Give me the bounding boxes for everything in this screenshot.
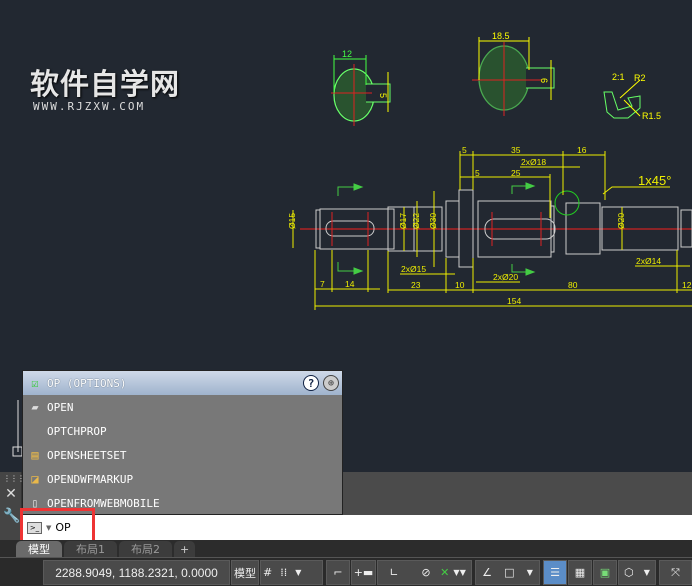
dynamic-input-icon[interactable]: +▬ xyxy=(351,560,376,585)
object-snap-icon[interactable]: □ xyxy=(504,566,515,579)
command-line[interactable]: >_ ▼ OP xyxy=(22,515,692,540)
item-label: OPEN xyxy=(47,400,74,414)
status-bar: 2288.9049, 1188.2321, 0.0000 模型 # ⁞⁞ ▼ ⌐ +… xyxy=(0,557,692,586)
dim-text: Ø17 xyxy=(398,213,408,229)
3d-osnap-icon[interactable]: ⬡ xyxy=(624,566,634,579)
dim-text: 154 xyxy=(507,296,521,306)
chevron-down-icon[interactable]: ▼ xyxy=(46,523,52,532)
dim-text: 5 xyxy=(475,168,480,178)
chevron-down-icon[interactable]: ▼ xyxy=(295,568,302,577)
watermark-logo: 软件自学网 xyxy=(30,67,181,101)
selection-cycling-icon[interactable]: ▣ xyxy=(593,560,617,585)
chevron-down-icon[interactable]: ▼ xyxy=(453,568,460,577)
dim-text: Ø20 xyxy=(616,213,626,229)
chevron-down-icon[interactable]: ▼ xyxy=(459,568,466,577)
chevron-down-icon[interactable]: ▼ xyxy=(526,568,533,577)
watermark-url: WWW.RJZXW.COM xyxy=(33,100,146,113)
dim-text: 80 xyxy=(568,280,578,290)
item-label: OPENFROMWEBMOBILE xyxy=(47,496,160,510)
dim-text: 35 xyxy=(511,145,521,155)
item-label: OPTCHPROP xyxy=(47,424,107,438)
coordinates-readout[interactable]: 2288.9049, 1188.2321, 0.0000 xyxy=(43,560,230,585)
dim-text: 6 xyxy=(539,78,549,83)
ortho-icon[interactable]: ∟ xyxy=(389,566,399,579)
autocomplete-item[interactable]: ▰ OPEN xyxy=(23,395,342,419)
command-input[interactable]: OP xyxy=(55,521,71,534)
polar-icon[interactable]: ⊘ xyxy=(421,566,431,579)
autocomplete-item[interactable]: ▯ OPENFROMWEBMOBILE xyxy=(23,491,342,515)
dim-text: 25 xyxy=(511,168,521,178)
isodraft-icon[interactable]: ∠ xyxy=(482,566,492,579)
dim-text: Ø15 xyxy=(287,213,297,229)
cad-drawing: 12 5 18.5 6 2:1 R2 R1.5 xyxy=(12,31,692,457)
grid-icon[interactable]: # xyxy=(263,566,273,579)
shaft-drawing: Ø15 Ø17 Ø22 Ø30 Ø20 5 35 16 2xØ18 5 25 1… xyxy=(287,145,692,310)
dim-text: R2 xyxy=(634,73,646,83)
dim-text: 5 xyxy=(378,93,388,98)
dim-text: 7 xyxy=(320,279,325,289)
tab-model[interactable]: 模型 xyxy=(16,541,62,557)
tab-layout1[interactable]: 布局1 xyxy=(64,541,117,557)
infer-constraints-icon[interactable]: ⌐ xyxy=(326,560,350,585)
dim-text: Ø22 xyxy=(411,213,421,229)
dim-text: 2:1 xyxy=(612,72,625,82)
dim-text: 16 xyxy=(577,145,587,155)
tab-layout2[interactable]: 布局2 xyxy=(119,541,172,557)
item-label: OPENDWFMARKUP xyxy=(47,472,134,486)
dim-text: 14 xyxy=(345,279,355,289)
dynamic-ucs-icon[interactable]: ⤧ xyxy=(659,560,692,585)
dim-text: Ø30 xyxy=(428,213,438,229)
transparency-icon[interactable]: ▦ xyxy=(568,560,592,585)
snap-icon[interactable]: ⁞⁞ xyxy=(280,566,288,579)
dim-text: 2xØ18 xyxy=(521,157,546,167)
autocomplete-item[interactable]: OPTCHPROP xyxy=(23,419,342,443)
dim-text: 1x45° xyxy=(638,173,671,188)
dwf-markup-icon: ◪ xyxy=(31,472,39,486)
command-prompt-icon[interactable]: >_ xyxy=(27,521,42,534)
chevron-down-icon[interactable]: ▼ xyxy=(643,568,650,577)
item-label: OP (OPTIONS) xyxy=(47,376,127,390)
dim-text: 5 xyxy=(462,145,467,155)
section-view-1: 12 5 xyxy=(331,49,391,126)
model-space-button[interactable]: 模型 xyxy=(231,560,259,585)
help-icon[interactable]: ? xyxy=(303,375,319,391)
dim-text: 2xØ15 xyxy=(401,264,426,274)
command-window-handle[interactable]: ⋮⋮⋮ ✕ 🔧 xyxy=(0,472,25,540)
dim-text: 12 xyxy=(682,280,692,290)
layout-tabs: 模型 布局1 布局2 + xyxy=(0,540,692,557)
dim-text: 12 xyxy=(342,49,352,59)
dim-text: 2xØ14 xyxy=(636,256,661,266)
web-mobile-icon: ▯ xyxy=(31,496,39,510)
autocomplete-item[interactable]: ▤ OPENSHEETSET xyxy=(23,443,342,467)
add-layout-button[interactable]: + xyxy=(174,541,196,557)
wrench-icon[interactable]: 🔧 xyxy=(3,508,21,524)
dim-text: 23 xyxy=(411,280,421,290)
grip-icon[interactable]: ⋮⋮⋮ xyxy=(3,474,25,483)
object-snap-tracking-icon[interactable]: ✕ xyxy=(440,566,450,579)
web-search-icon[interactable]: ⊕ xyxy=(323,375,339,391)
folder-open-icon: ▰ xyxy=(31,400,39,414)
autocomplete-item[interactable]: ◪ OPENDWFMARKUP xyxy=(23,467,342,491)
close-icon[interactable]: ✕ xyxy=(5,486,17,502)
autocomplete-item-options[interactable]: ☑ OP (OPTIONS) ? ⊕ xyxy=(23,371,342,395)
lineweight-icon[interactable]: ☰ xyxy=(543,560,567,585)
sheetset-icon: ▤ xyxy=(31,448,39,462)
dim-text: 18.5 xyxy=(492,31,510,41)
checkmark-icon: ☑ xyxy=(31,376,39,390)
dim-text: R1.5 xyxy=(642,111,661,121)
dim-text: 10 xyxy=(455,280,465,290)
section-view-2: 18.5 6 xyxy=(472,31,555,116)
dim-text: 2xØ20 xyxy=(493,272,518,282)
detail-view: 2:1 R2 R1.5 xyxy=(603,72,661,121)
ucs-icon xyxy=(12,400,23,457)
autocomplete-list: ☑ OP (OPTIONS) ? ⊕ ▰ OPEN OPTCHPROP ▤ OPEN… xyxy=(22,370,343,515)
item-label: OPENSHEETSET xyxy=(47,448,127,462)
